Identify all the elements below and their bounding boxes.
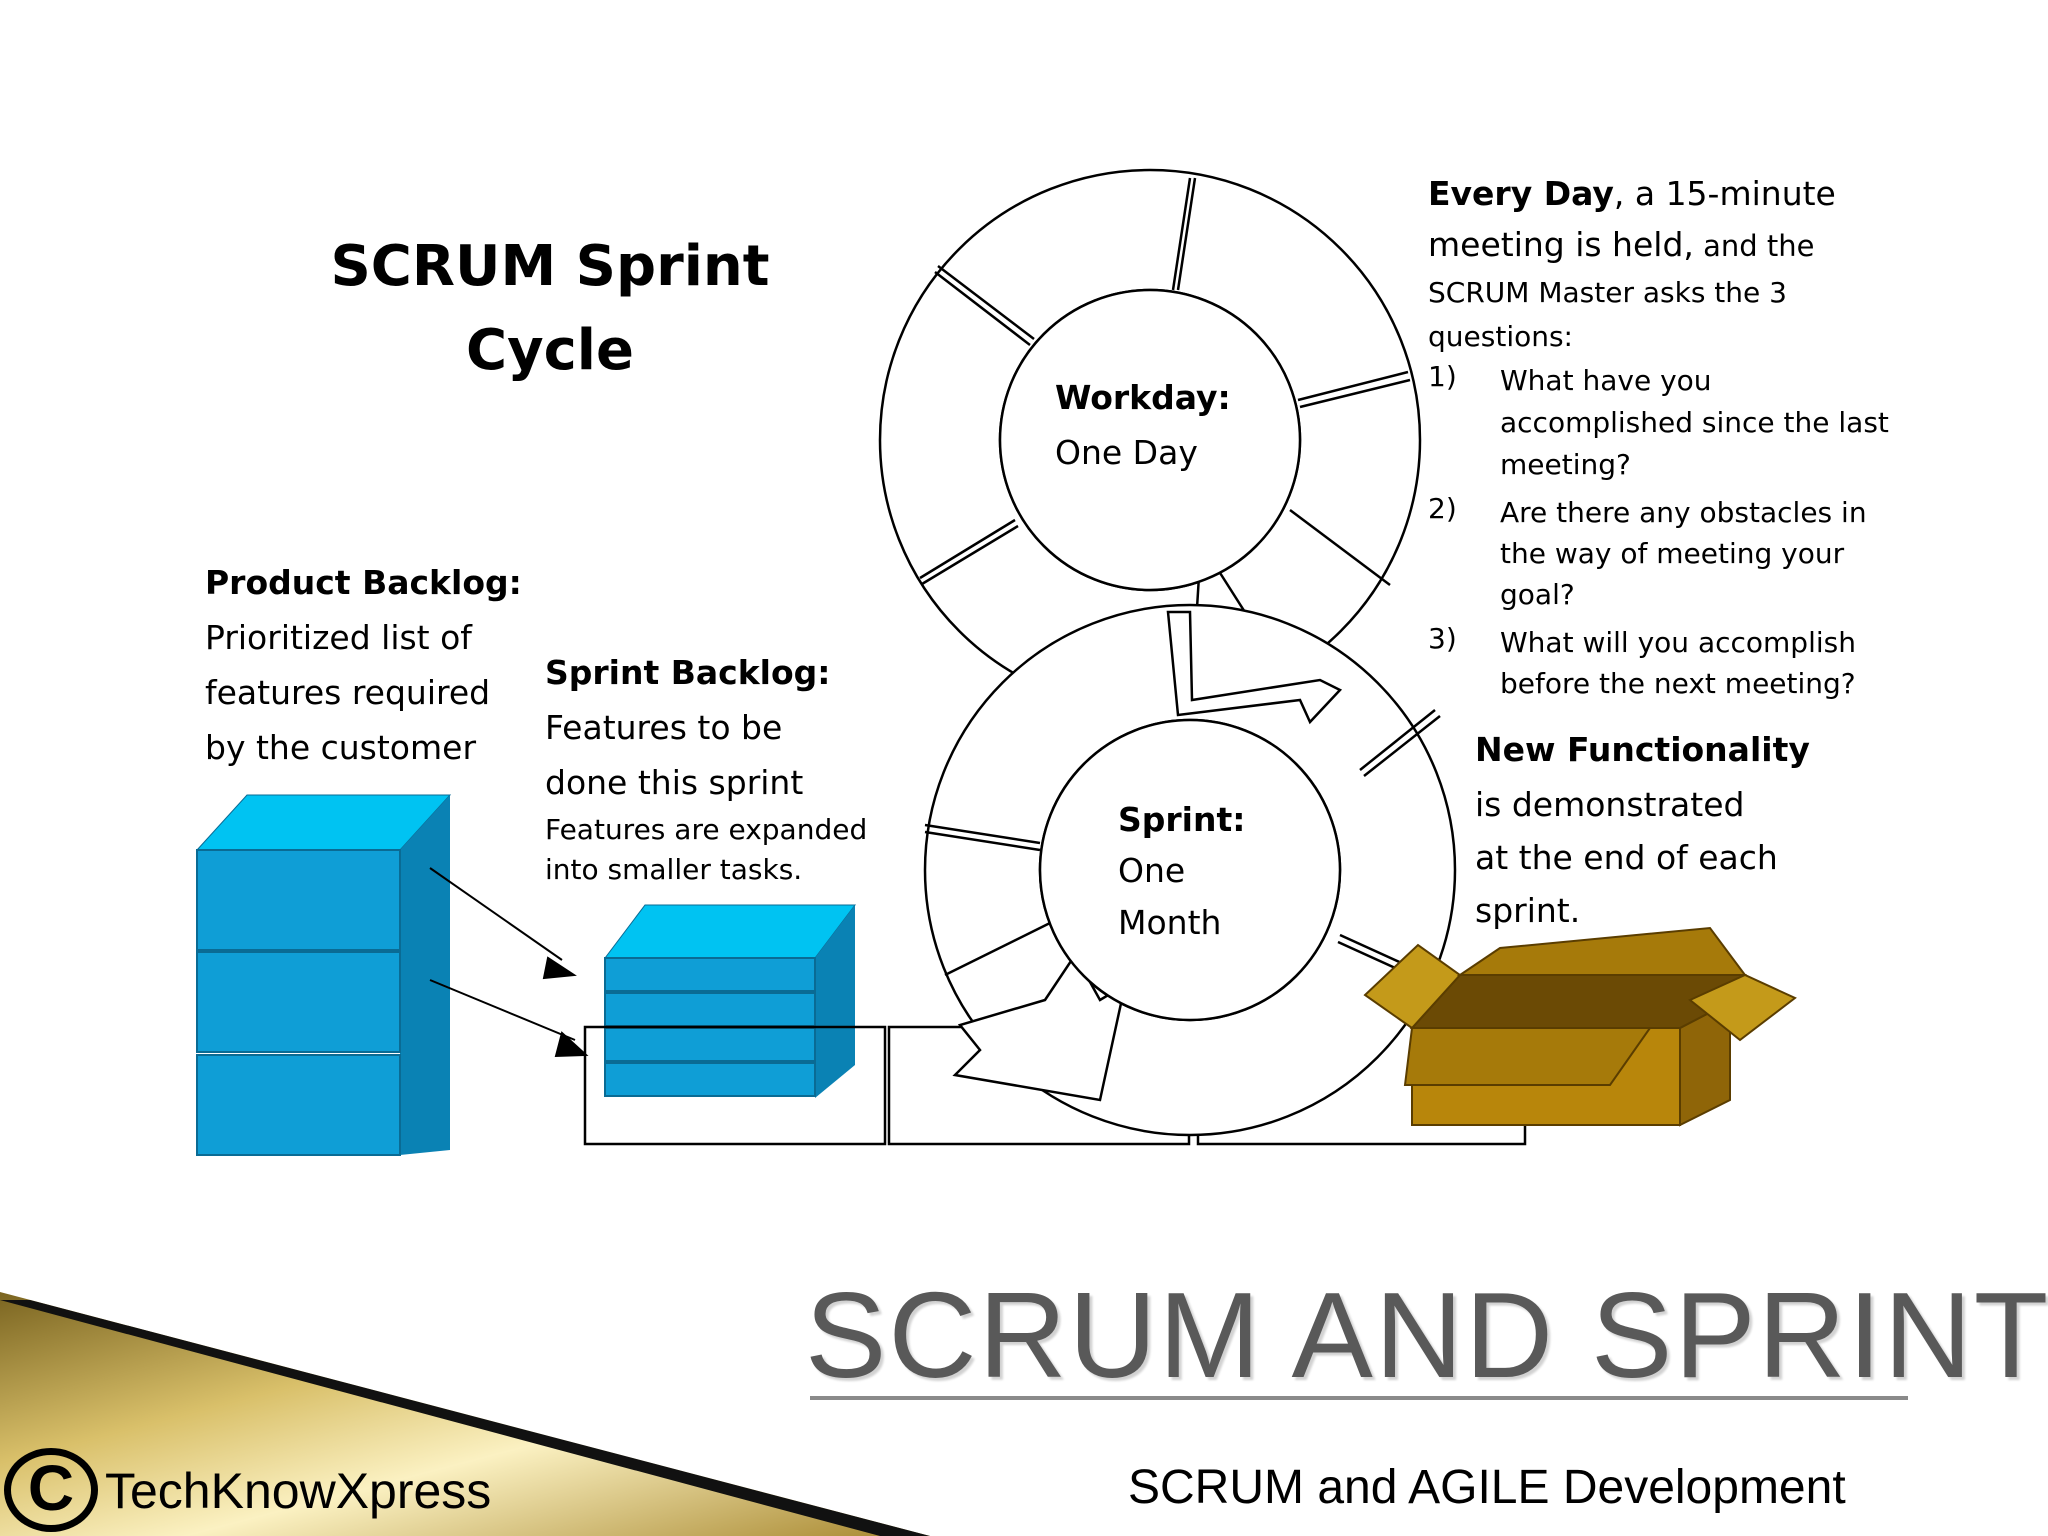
sprint-backlog-line1: Features to be bbox=[545, 708, 783, 747]
question-1-line1: What have you bbox=[1500, 364, 1712, 397]
daily-meeting-text: Every Day, a 15-minute meeting is held, … bbox=[1428, 168, 2028, 359]
new-functionality-line2: at the end of each bbox=[1475, 838, 1778, 877]
question-3-line2: before the next meeting? bbox=[1500, 667, 1856, 700]
sprint-backlog-label: Sprint Backlog: Features to be done this… bbox=[545, 645, 867, 890]
sprint-backlog-heading: Sprint Backlog: bbox=[545, 653, 831, 692]
every-day-line2b: and the bbox=[1693, 229, 1815, 263]
question-3-number: 3) bbox=[1428, 622, 1457, 655]
question-2-line3: goal? bbox=[1500, 578, 1575, 611]
question-2-number: 2) bbox=[1428, 492, 1457, 525]
diagram-title-line1: SCRUM Sprint bbox=[330, 234, 770, 299]
new-functionality-box bbox=[1363, 926, 1797, 1127]
question-1-line2: accomplished since the last bbox=[1500, 406, 1889, 439]
sprint-backlog-note1: Features are expanded bbox=[545, 813, 868, 846]
product-backlog-label: Product Backlog: Prioritized list of fea… bbox=[205, 555, 522, 775]
new-functionality-line1: is demonstrated bbox=[1475, 785, 1745, 824]
new-functionality-label: New Functionality is demonstrated at the… bbox=[1475, 722, 1810, 937]
diagram-title-line2: Cycle bbox=[466, 318, 634, 383]
question-1: What have you accomplished since the las… bbox=[1500, 360, 1889, 486]
meeting-questions-list: 1) What have you accomplished since the … bbox=[1428, 360, 2028, 700]
sprint-label: Sprint: One Month bbox=[1118, 795, 1245, 949]
diagram-title: SCRUM Sprint Cycle bbox=[300, 225, 800, 393]
copyright-icon: C bbox=[4, 1448, 98, 1532]
footer-course-title: SCRUM and AGILE Development bbox=[1128, 1461, 1846, 1514]
workday-heading: Workday: bbox=[1055, 378, 1231, 417]
every-day-line4: questions: bbox=[1428, 320, 1573, 353]
question-3-line1: What will you accomplish bbox=[1500, 626, 1856, 659]
new-functionality-heading: New Functionality bbox=[1475, 730, 1810, 769]
question-2-line2: the way of meeting your bbox=[1500, 537, 1845, 570]
product-backlog-stack bbox=[195, 794, 452, 1156]
sprint-heading: Sprint: bbox=[1118, 800, 1246, 839]
workday-to-sprint-arrow bbox=[1166, 610, 1343, 725]
sprint-backlog-stack bbox=[603, 904, 857, 1098]
every-day-line2a: meeting is held, bbox=[1428, 225, 1694, 264]
product-backlog-line1: Prioritized list of bbox=[205, 618, 472, 657]
sprint-backlog-line2: done this sprint bbox=[545, 763, 804, 802]
backlog-arrows bbox=[429, 867, 589, 1058]
slide-headline: SCRUM AND SPRINT bbox=[805, 1267, 2048, 1403]
sprint-line1: One bbox=[1118, 851, 1186, 890]
product-backlog-line3: by the customer bbox=[205, 728, 477, 767]
gold-corner-stripe bbox=[0, 1292, 930, 1536]
workday-text: One Day bbox=[1055, 433, 1198, 472]
every-day-rest1: , a 15-minute bbox=[1613, 174, 1836, 213]
footer-brand: TechKnowXpress bbox=[105, 1463, 492, 1519]
new-functionality-line3: sprint. bbox=[1475, 891, 1581, 930]
product-backlog-heading: Product Backlog: bbox=[205, 563, 522, 602]
question-1-line3: meeting? bbox=[1500, 448, 1631, 481]
product-backlog-line2: features required bbox=[205, 673, 491, 712]
question-1-number: 1) bbox=[1428, 360, 1457, 393]
every-day-line3: SCRUM Master asks the 3 bbox=[1428, 276, 1787, 309]
workday-label: Workday: One Day bbox=[1055, 370, 1231, 480]
question-3: What will you accomplish before the next… bbox=[1500, 622, 1856, 704]
sprint-backlog-note2: into smaller tasks. bbox=[545, 853, 803, 886]
sprint-line2: Month bbox=[1118, 903, 1222, 942]
every-day-heading: Every Day bbox=[1428, 174, 1614, 213]
question-2-line1: Are there any obstacles in bbox=[1500, 496, 1867, 529]
headline-underline bbox=[810, 1396, 1908, 1400]
question-2: Are there any obstacles in the way of me… bbox=[1500, 492, 1867, 615]
